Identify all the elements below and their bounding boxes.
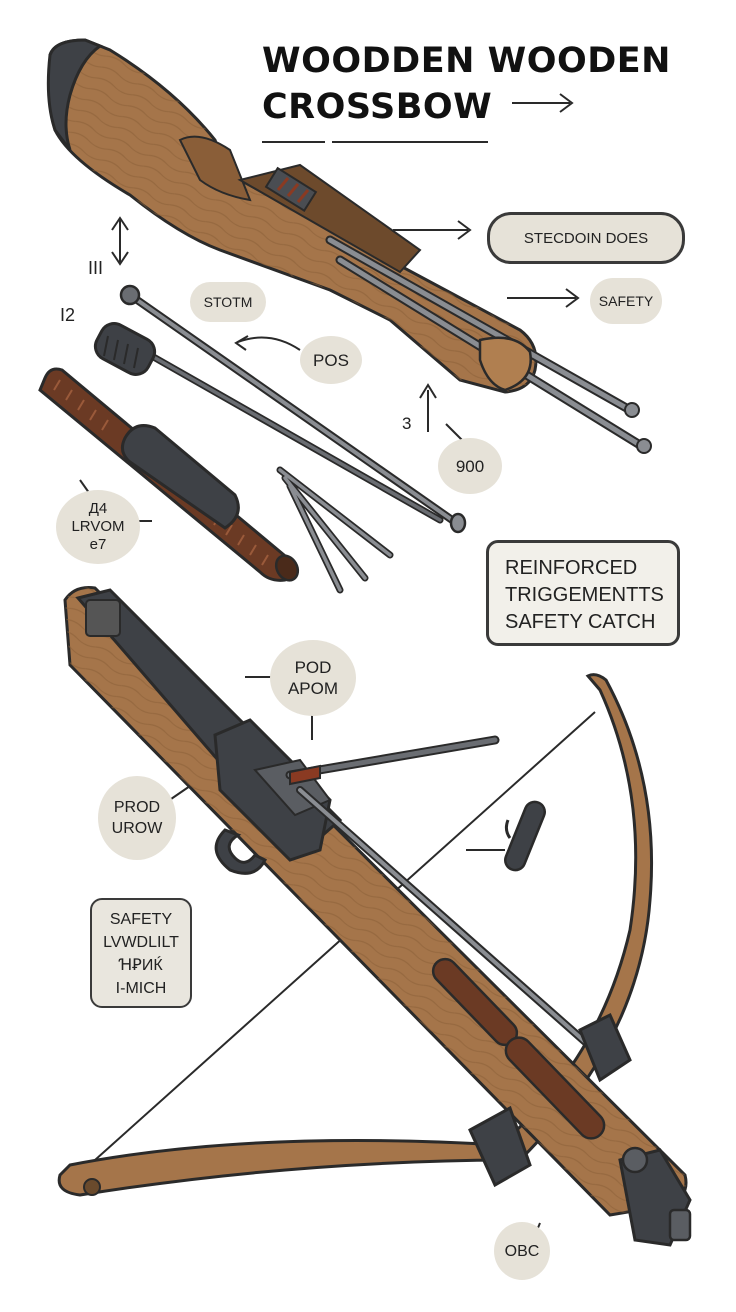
callout-lrvom: Д4 LRVOM е7	[56, 490, 140, 564]
callout-900: 900	[438, 438, 502, 494]
prod-line-2: UROW	[111, 820, 163, 837]
lrvom-line-2: LRVOM	[71, 518, 125, 535]
callout-safety-box: SAFETY LVWDLILT ꞪꝐИЌ I-MICH	[90, 898, 192, 1008]
callout-prod-urow: PROD UROW	[98, 776, 176, 860]
title-line-2: CROSSBOW	[262, 87, 493, 127]
prod-line-1: PROD	[113, 799, 161, 816]
mark-12: Ι2	[60, 305, 76, 325]
callout-pos: POS	[300, 336, 362, 384]
reinforced-line-2: TRIGGEMENTTS	[505, 584, 664, 606]
crossbow-assembled	[57, 586, 692, 1247]
stock-top	[46, 38, 652, 454]
callout-stotm: STOTM	[190, 282, 266, 322]
callout-3: 3	[402, 414, 412, 433]
callout-safety-pill: SAFETY	[590, 278, 662, 324]
lrvom-line-3: е7	[89, 536, 107, 553]
safety-box-line-3: ꞪꝐИЌ	[119, 957, 163, 974]
pod-line-1: POD	[294, 658, 332, 677]
lrvom-line-1: Д4	[88, 500, 108, 517]
reinforced-line-1: REINFORCED	[505, 557, 638, 579]
pod-line-2: APOM	[287, 679, 339, 698]
loose-parts	[38, 284, 467, 594]
safety-box-line-1: SAFETY	[109, 911, 173, 928]
mark-iii: III	[88, 258, 104, 278]
page-title: WOODDEN WOODEN CROSSBOW	[262, 38, 671, 130]
safety-box-line-4: I-MICH	[115, 980, 167, 997]
callout-stecdoin: STECDOIN DOES	[487, 212, 685, 264]
reinforced-line-3: SAFETY CATCH	[505, 611, 656, 633]
callout-reinforced: REINFORCED TRIGGEMENTTS SAFETY CATCH	[486, 540, 680, 646]
title-line-1: WOODDEN WOODEN	[262, 41, 671, 81]
callout-pod-apom: POD APOM	[270, 640, 356, 716]
callout-obc: OBC	[494, 1222, 550, 1280]
safety-box-line-2: LVWDLILT	[103, 934, 179, 951]
